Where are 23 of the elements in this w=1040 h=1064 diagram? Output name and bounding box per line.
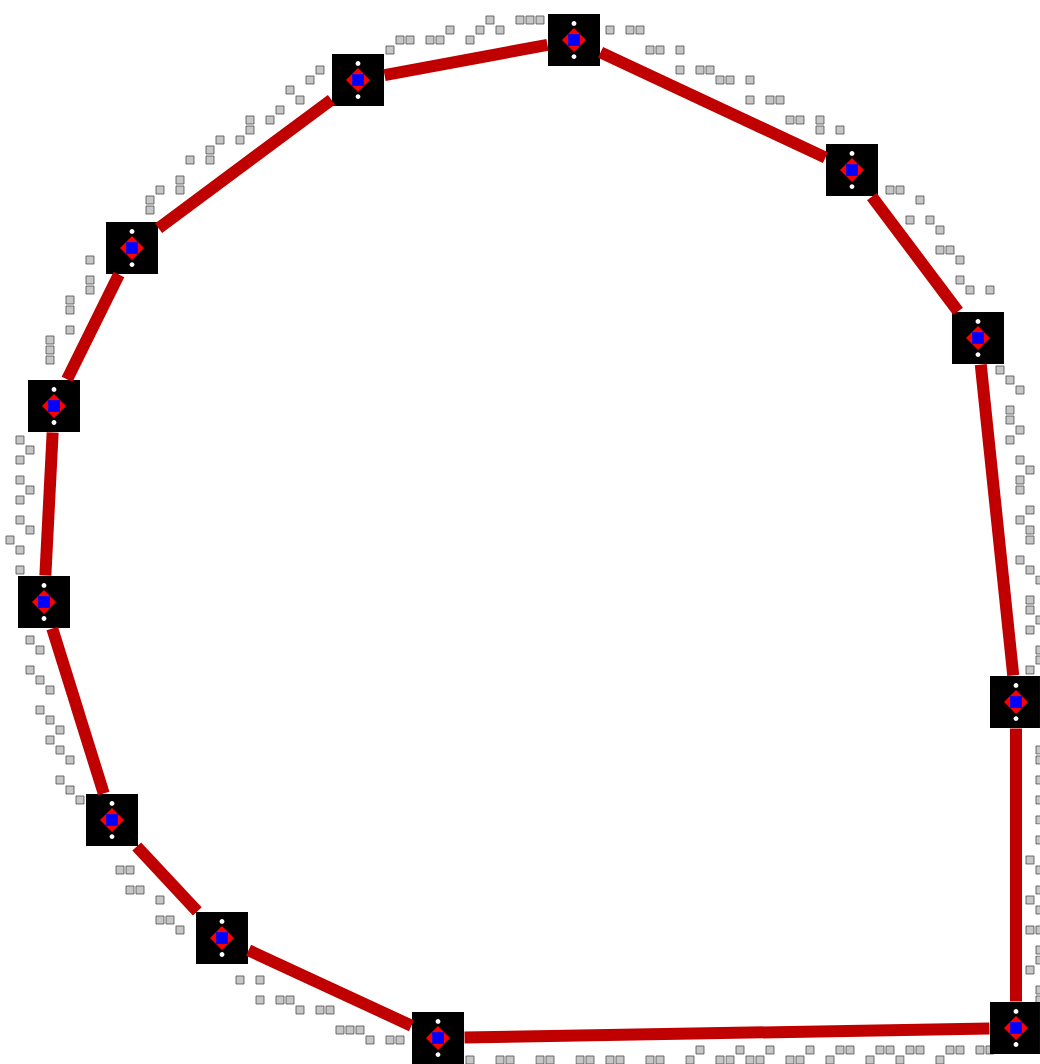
polygon-edge — [598, 46, 828, 164]
vertex-marker — [990, 1002, 1040, 1054]
polygon-edge — [61, 271, 125, 383]
vertex-marker — [196, 912, 248, 964]
vertex-marker — [412, 1012, 464, 1064]
polygon-edge — [132, 842, 202, 916]
polygon-edge — [1010, 728, 1022, 1002]
vertex-marker — [18, 576, 70, 628]
polygon-edge — [383, 39, 549, 81]
polygon-edge — [974, 363, 1020, 677]
vertex-marker — [86, 794, 138, 846]
vertex-marker — [826, 144, 878, 196]
polygon-edge — [246, 944, 414, 1032]
polygon-edge — [867, 192, 963, 316]
polygon-edge — [46, 626, 110, 796]
vertex-marker — [332, 54, 384, 106]
vertex-marker — [990, 676, 1040, 728]
vertex-marker — [28, 380, 80, 432]
vertex-marker — [548, 14, 600, 66]
polygon-edge — [154, 94, 336, 234]
polygon-edge — [464, 1022, 990, 1044]
vertex-marker — [952, 312, 1004, 364]
vertex-marker — [106, 222, 158, 274]
